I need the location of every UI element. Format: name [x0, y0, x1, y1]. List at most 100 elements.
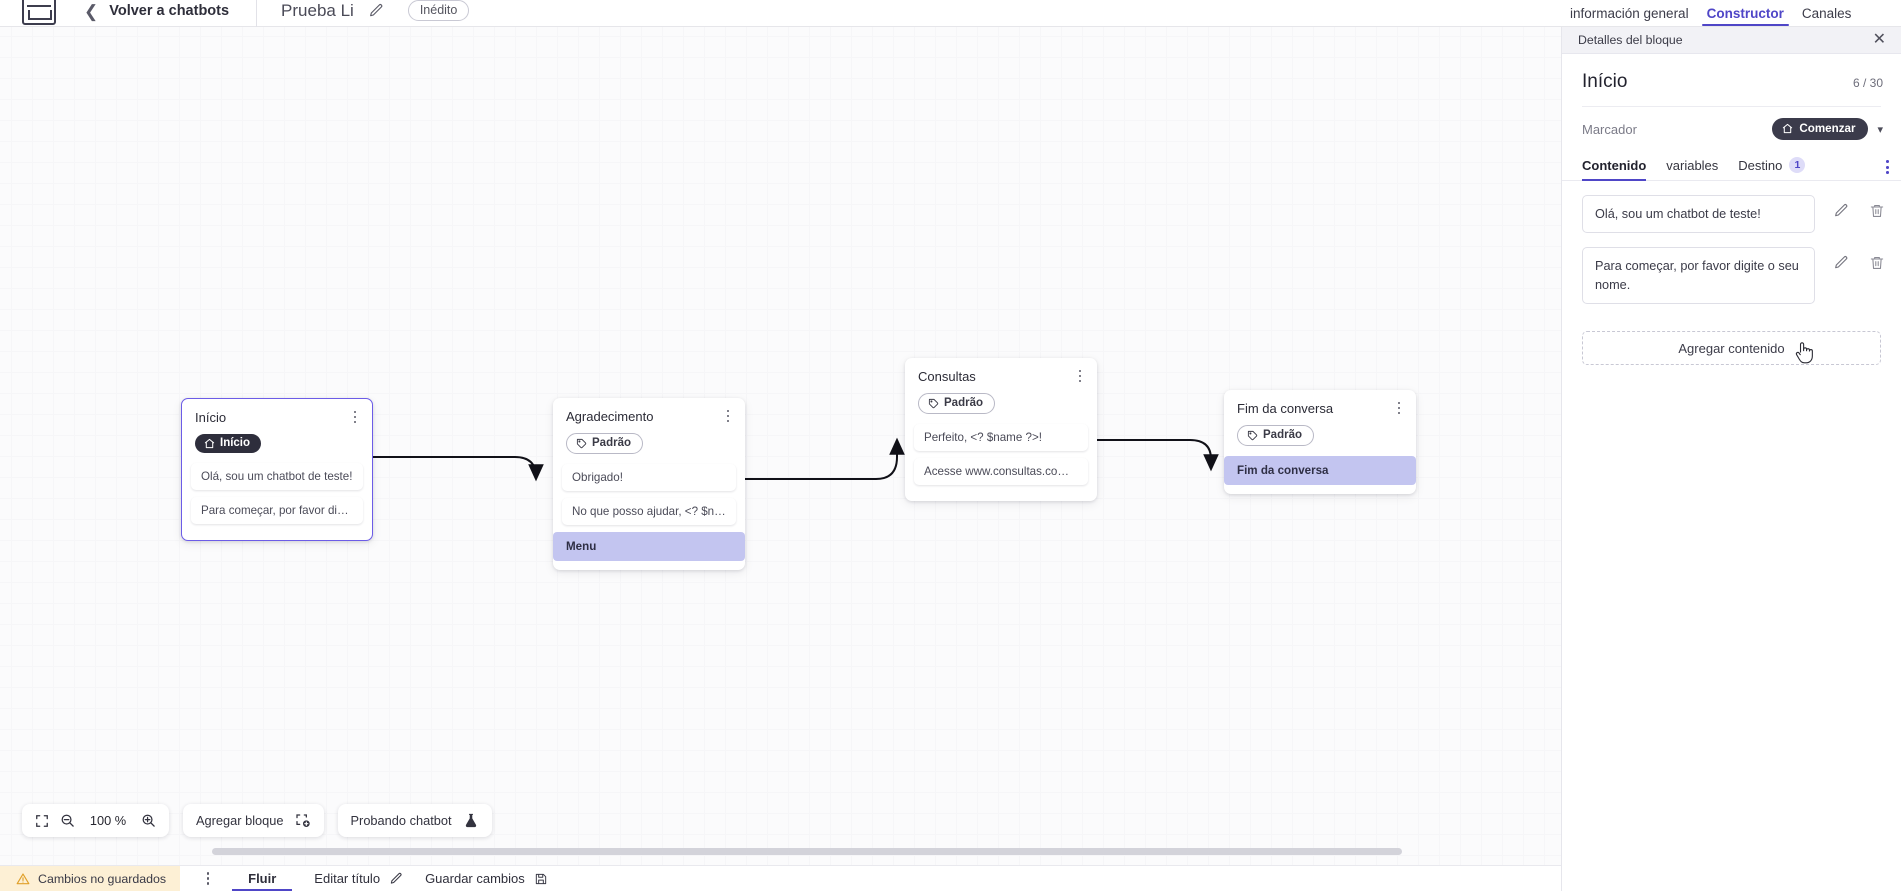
edit-content-icon[interactable] [1833, 255, 1849, 271]
node-menu-button[interactable] [1392, 399, 1406, 417]
delete-content-icon[interactable] [1869, 203, 1885, 219]
status-bar-menu-button[interactable] [200, 872, 216, 885]
mouse-cursor-pointer [1793, 340, 1815, 366]
flow-canvas[interactable]: Início Início Olá, sou um chatbot de tes… [0, 27, 1561, 865]
node-badge-start: Início [195, 434, 262, 453]
zoom-out-icon[interactable] [60, 813, 75, 828]
node-item-accent[interactable]: Menu [553, 532, 745, 561]
add-block-label: Agregar bloque [196, 813, 284, 828]
tag-icon [576, 438, 587, 448]
node-body: Olá, sou um chatbot de teste! Para começ… [182, 463, 372, 540]
home-icon [1783, 123, 1793, 134]
zoom-controls: 100 % [22, 804, 169, 837]
node-item[interactable]: Acesse www.consultas.com par... [914, 458, 1088, 485]
content-row-actions [1815, 195, 1885, 219]
panel-tab-destino-badge: 1 [1789, 157, 1806, 173]
panel-tab-contenido-label: Contenido [1582, 158, 1647, 173]
zoom-in-icon[interactable] [141, 813, 156, 828]
panel-tabs: Contenido variables Destino 1 [1562, 157, 1901, 181]
add-content-button[interactable]: Agregar contenido [1582, 331, 1881, 366]
flow-node-consultas[interactable]: Consultas Padrão Perfeito, <? $name ?>! … [905, 358, 1097, 501]
zoom-level-value: 100 % [89, 813, 127, 828]
pencil-icon [390, 872, 402, 884]
flow-node-inicio[interactable]: Início Início Olá, sou um chatbot de tes… [181, 398, 373, 541]
block-details-panel: Detalles del bloque ✕ Início 6 / 30 Marc… [1561, 27, 1901, 891]
node-title: Início [195, 410, 227, 425]
edge-inicio-agradecimento [373, 456, 544, 482]
panel-content-row: Para começar, por favor digite o seu nom… [1562, 247, 1901, 305]
node-badge-label: Padrão [592, 437, 631, 449]
canvas-hscrollbar-thumb[interactable] [212, 848, 1402, 855]
bot-title: Prueba Li [281, 0, 354, 20]
status-tab-fluir[interactable]: Fluir [232, 866, 293, 891]
header-divider [256, 0, 258, 27]
marker-label: Marcador [1582, 121, 1637, 137]
marker-select[interactable]: Comenzar ▾ [1772, 118, 1883, 140]
edit-title-pencil-icon[interactable] [368, 3, 384, 19]
home-icon [204, 438, 215, 448]
save-changes-label: Guardar cambios [425, 871, 525, 886]
back-chevron-icon[interactable]: ❮ [84, 2, 99, 21]
panel-tab-variables-label: variables [1666, 158, 1719, 173]
content-row-actions [1815, 247, 1885, 271]
node-item[interactable]: Perfeito, <? $name ?>! [914, 424, 1088, 451]
tab-canales[interactable]: Canales [1801, 6, 1852, 21]
warning-icon [16, 872, 30, 884]
node-item[interactable]: Obrigado! [562, 464, 736, 491]
edge-consultas-fim [1086, 439, 1219, 472]
node-badge-label: Padrão [944, 397, 983, 409]
node-title: Agradecimento [566, 409, 654, 424]
edit-content-icon[interactable] [1833, 203, 1849, 219]
panel-tab-destino-label: Destino [1738, 157, 1783, 173]
edge-agradecimento-consultas [735, 437, 905, 480]
node-badge-label: Início [220, 437, 251, 449]
edit-title-button[interactable]: Editar título [314, 866, 403, 891]
back-to-chatbots-link[interactable]: Volver a chatbots [109, 3, 230, 19]
content-text-2[interactable]: Para começar, por favor digite o seu nom… [1582, 247, 1815, 305]
node-body: Perfeito, <? $name ?>! Acesse www.consul… [905, 424, 1097, 501]
canvas-hscrollbar[interactable] [0, 848, 1561, 857]
delete-content-icon[interactable] [1869, 255, 1885, 271]
status-tab-fluir-label: Fluir [248, 871, 277, 886]
fit-screen-icon[interactable] [35, 814, 49, 828]
node-badge-default: Padrão [566, 433, 643, 454]
node-header: Início Início [182, 399, 372, 463]
node-menu-button[interactable] [721, 407, 735, 425]
node-header: Consultas Padrão [905, 358, 1097, 424]
tag-icon [1247, 430, 1258, 440]
node-badge-default: Padrão [918, 393, 995, 414]
test-chatbot-label: Probando chatbot [350, 813, 452, 828]
panel-tab-contenido[interactable]: Contenido [1582, 158, 1656, 181]
panel-tabs-menu-button[interactable] [1886, 160, 1889, 174]
content-text-1[interactable]: Olá, sou um chatbot de teste! [1582, 195, 1815, 234]
node-item-accent[interactable]: Fim da conversa [1224, 456, 1416, 485]
panel-block-title: Início [1582, 71, 1628, 92]
panel-tab-destino[interactable]: Destino 1 [1728, 157, 1815, 180]
flow-node-fim-da-conversa[interactable]: Fim da conversa Padrão Fim da conversa [1224, 390, 1416, 494]
unsaved-changes-indicator: Cambios no guardados [0, 865, 181, 891]
node-badge-label: Padrão [1263, 429, 1302, 441]
flow-node-agradecimento[interactable]: Agradecimento Padrão Obrigado! No que po… [553, 398, 745, 570]
node-menu-button[interactable] [348, 408, 362, 426]
via-logo-icon [22, 0, 56, 25]
panel-char-count: 6 / 30 [1852, 76, 1883, 90]
tab-informacion-general[interactable]: información general [1570, 6, 1689, 21]
chevron-down-icon[interactable]: ▾ [1877, 123, 1883, 136]
edit-title-label: Editar título [314, 871, 381, 886]
canvas-toolbar: 100 % Agregar bloque Probando chatbot [22, 804, 492, 837]
panel-tab-variables[interactable]: variables [1656, 158, 1728, 180]
node-item[interactable]: No que posso ajudar, <? $name ... [562, 498, 736, 525]
close-icon[interactable]: ✕ [1872, 31, 1886, 48]
add-block-button[interactable]: Agregar bloque [183, 804, 324, 837]
save-changes-button[interactable]: Guardar cambios [425, 866, 548, 891]
marker-value-label: Comenzar [1799, 122, 1856, 135]
unsaved-changes-label: Cambios no guardados [38, 871, 167, 886]
node-body: Obrigado! No que posso ajudar, <? $name … [553, 464, 745, 570]
panel-header: Detalles del bloque ✕ [1562, 27, 1901, 54]
node-menu-button[interactable] [1073, 367, 1087, 385]
status-badge: Inédito [407, 0, 470, 21]
test-chatbot-button[interactable]: Probando chatbot [337, 804, 492, 837]
node-item[interactable]: Para começar, por favor digite o ... [191, 497, 363, 524]
tab-constructor[interactable]: Constructor [1698, 6, 1793, 26]
node-item[interactable]: Olá, sou um chatbot de teste! [191, 463, 363, 490]
